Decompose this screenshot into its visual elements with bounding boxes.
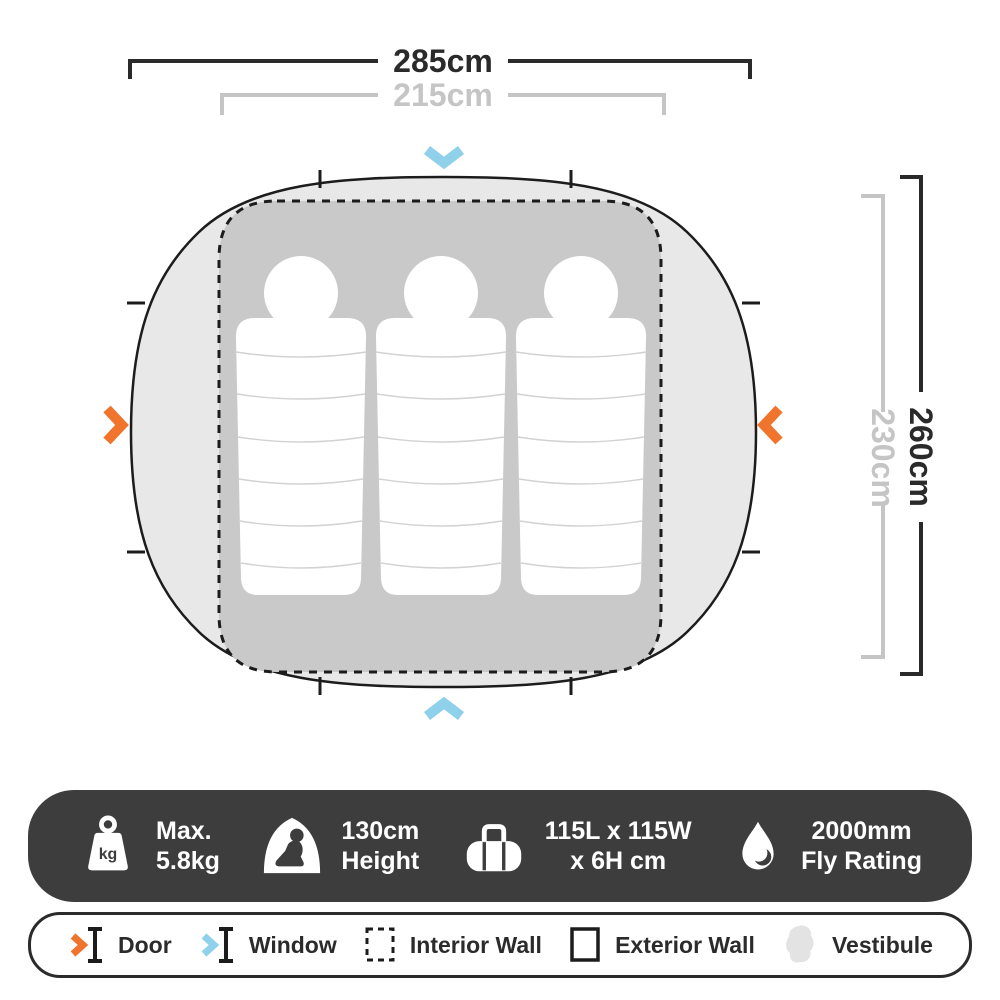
interior-wall-icon xyxy=(365,927,395,962)
spec-packed-size-text: 115L x 115W x 6H cm xyxy=(545,816,692,877)
legend-exterior-wall: Exterior Wall xyxy=(568,925,755,965)
duffel-bag-icon xyxy=(466,824,521,872)
dim-inner-depth-label: 230cm xyxy=(865,408,901,508)
door-icon xyxy=(70,927,102,963)
floorplan-diagram: 285cm 215cm 260cm 230cm xyxy=(103,43,939,720)
legend-window: Window xyxy=(198,922,337,968)
dim-outer-depth xyxy=(900,175,923,676)
door-left-icon xyxy=(103,405,129,445)
spec-fly-rating-text: 2000mm Fly Rating xyxy=(801,816,922,877)
spec-height-text: 130cm Height xyxy=(341,816,419,877)
door-right-icon xyxy=(757,405,783,445)
spec-height-line1: 130cm xyxy=(341,816,420,845)
dim-outer-width xyxy=(128,59,752,79)
legend-vestibule: Vestibule xyxy=(781,922,933,968)
dim-inner-width xyxy=(220,93,666,115)
vestibule-icon xyxy=(786,925,814,963)
spec-weight-line1: Max. xyxy=(156,816,212,845)
window-top-icon xyxy=(423,146,465,170)
sleeping-bag xyxy=(515,256,647,595)
legend-interior-wall: Interior Wall xyxy=(363,925,542,965)
legend-vestibule-label: Vestibule xyxy=(831,931,933,958)
spec-height-line2: Height xyxy=(341,847,420,875)
spec-packed-line1: 115L x 115W xyxy=(544,816,692,845)
sleeping-bag xyxy=(235,256,367,595)
sitting-height-icon xyxy=(264,817,321,874)
spec-weight-text: Max. 5.8kg xyxy=(156,816,220,877)
spec-fly-line1: 2000mm xyxy=(811,816,912,845)
spec-packed-line2: x 6H cm xyxy=(570,847,667,875)
pole-tick-marks xyxy=(127,170,760,695)
legend-door: Door xyxy=(67,922,172,968)
spec-weight: kg Max. 5.8kg xyxy=(78,811,220,881)
dim-outer-width-label: 285cm xyxy=(393,43,493,79)
spec-weight-line2: 5.8kg xyxy=(156,847,220,875)
dim-inner-width-label: 215cm xyxy=(393,77,493,113)
sleeping-bag xyxy=(375,256,507,595)
legend-window-label: Window xyxy=(248,931,337,958)
spec-height: 130cm Height xyxy=(261,811,419,881)
spec-fly-line2: Fly Rating xyxy=(801,847,922,875)
dim-inner-depth xyxy=(861,194,885,659)
exterior-wall-icon xyxy=(570,927,600,962)
specs-bar: kg Max. 5.8kg 130cm Height xyxy=(28,790,972,902)
legend-exterior-wall-label: Exterior Wall xyxy=(615,931,755,958)
legend-interior-wall-label: Interior Wall xyxy=(409,931,542,958)
legend-bar: Door Window Interior Wall Exterior Wall xyxy=(28,912,972,978)
dim-outer-depth-label: 260cm xyxy=(903,407,939,507)
kg-badge: kg xyxy=(99,846,118,863)
legend-door-label: Door xyxy=(118,931,172,958)
window-bottom-icon xyxy=(423,696,465,720)
spec-fly-rating: 2000mm Fly Rating xyxy=(733,811,922,881)
weight-kg-icon: kg xyxy=(88,815,128,871)
window-icon xyxy=(201,927,233,963)
spec-packed-size: 115L x 115W x 6H cm xyxy=(461,811,692,881)
water-drop-icon xyxy=(742,821,774,870)
